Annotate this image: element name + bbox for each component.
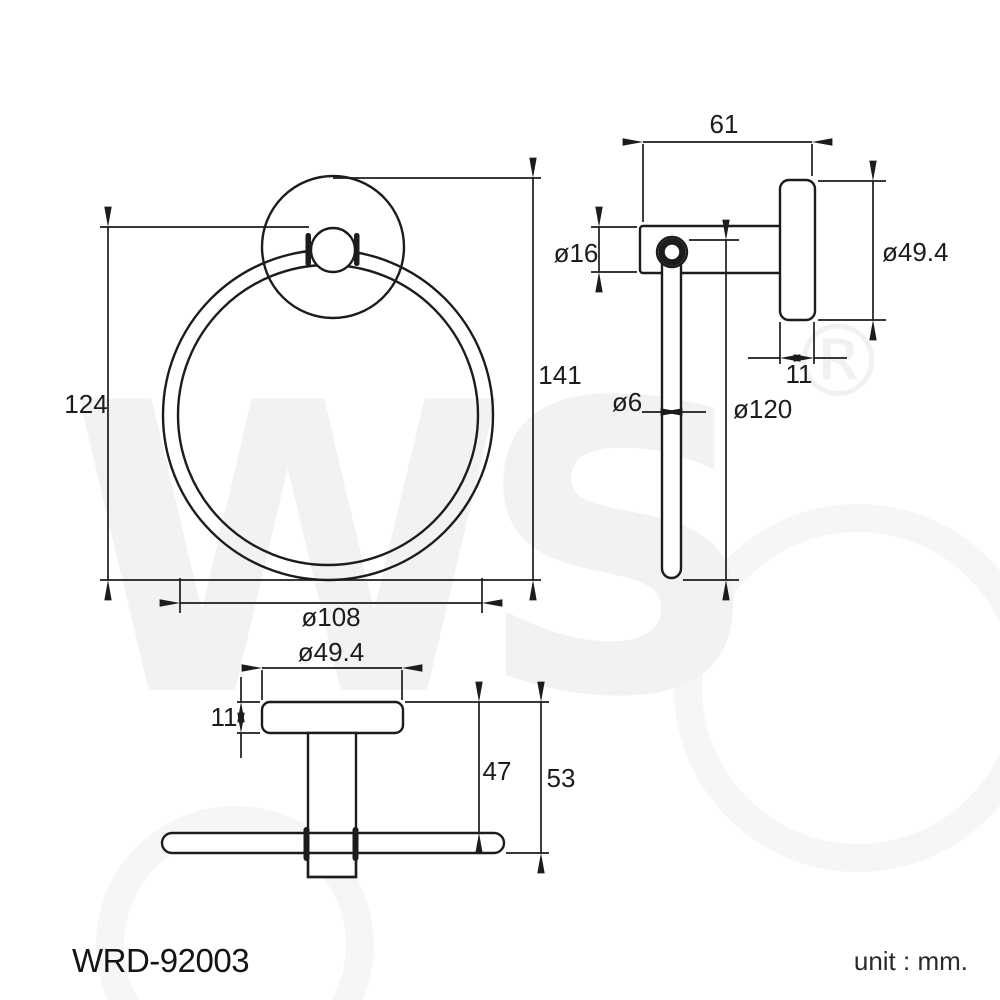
- connector-hub-band: [658, 238, 686, 266]
- dim-label-11-bottom: 11: [211, 702, 238, 732]
- dim-front-ring-height: 124: [64, 206, 309, 601]
- dim-side-arm-diameter: ø16: [554, 206, 637, 293]
- side-view: 61 ø16 ø49.4 11 ø6: [554, 109, 949, 601]
- connector-tick-right: [354, 233, 360, 266]
- dim-label-d16: ø16: [554, 238, 599, 268]
- mounting-plate-circle: [260, 174, 406, 320]
- dim-label-d49-side: ø49.4: [882, 237, 949, 267]
- dim-side-depth: 61: [622, 109, 833, 222]
- dim-label-141: 141: [538, 360, 581, 390]
- dim-side-plate-thickness: 11: [748, 322, 847, 389]
- watermark-ring-icon: [96, 806, 374, 1000]
- dim-label-53: 53: [547, 763, 576, 793]
- dim-front-total-height: 141: [100, 157, 582, 601]
- connector-tick-bottom-left: [303, 827, 310, 861]
- dim-front-inner-diameter: ø108: [159, 578, 503, 632]
- bottom-view: ø49.4 11 47 53: [160, 637, 576, 879]
- unit-label: unit : mm.: [854, 946, 968, 976]
- footer: WRD-92003 unit : mm.: [72, 942, 968, 979]
- arm-stem-bottom: [306, 731, 358, 879]
- dim-bottom-total-depth: 53: [506, 681, 576, 874]
- connector-hub-circle: [309, 226, 357, 274]
- arm-stem-tip: [306, 853, 358, 879]
- dim-label-61: 61: [710, 109, 739, 139]
- connector-tick-bottom-right: [352, 827, 359, 861]
- front-view: 124 141 ø108: [64, 157, 582, 632]
- dim-label-d108: ø108: [301, 602, 360, 632]
- connector-tick-left: [305, 233, 311, 266]
- ring-bar-bottom: [160, 831, 506, 855]
- product-code: WRD-92003: [72, 942, 249, 979]
- dim-label-d120: ø120: [733, 394, 792, 424]
- dim-bottom-plate-to-bar: 47: [405, 681, 549, 854]
- dim-label-d49-bottom: ø49.4: [298, 637, 365, 667]
- dim-bottom-plate-diameter: ø49.4: [241, 637, 423, 700]
- wall-plate-bottom: [260, 700, 405, 735]
- watermark-ring-icon: [674, 504, 1000, 872]
- wall-plate: [778, 178, 817, 322]
- dim-label-11-side: 11: [786, 359, 813, 389]
- ring-bar-side: [660, 244, 683, 580]
- dim-label-124: 124: [64, 389, 107, 419]
- dim-bottom-plate-thickness: 11: [211, 677, 260, 758]
- dim-side-plate-diameter: ø49.4: [818, 160, 949, 341]
- dim-side-tube-diameter: ø6: [612, 387, 706, 417]
- dim-label-d6: ø6: [612, 387, 642, 417]
- dim-label-47: 47: [483, 756, 512, 786]
- dim-side-ring-outer-diameter: ø120: [683, 219, 792, 601]
